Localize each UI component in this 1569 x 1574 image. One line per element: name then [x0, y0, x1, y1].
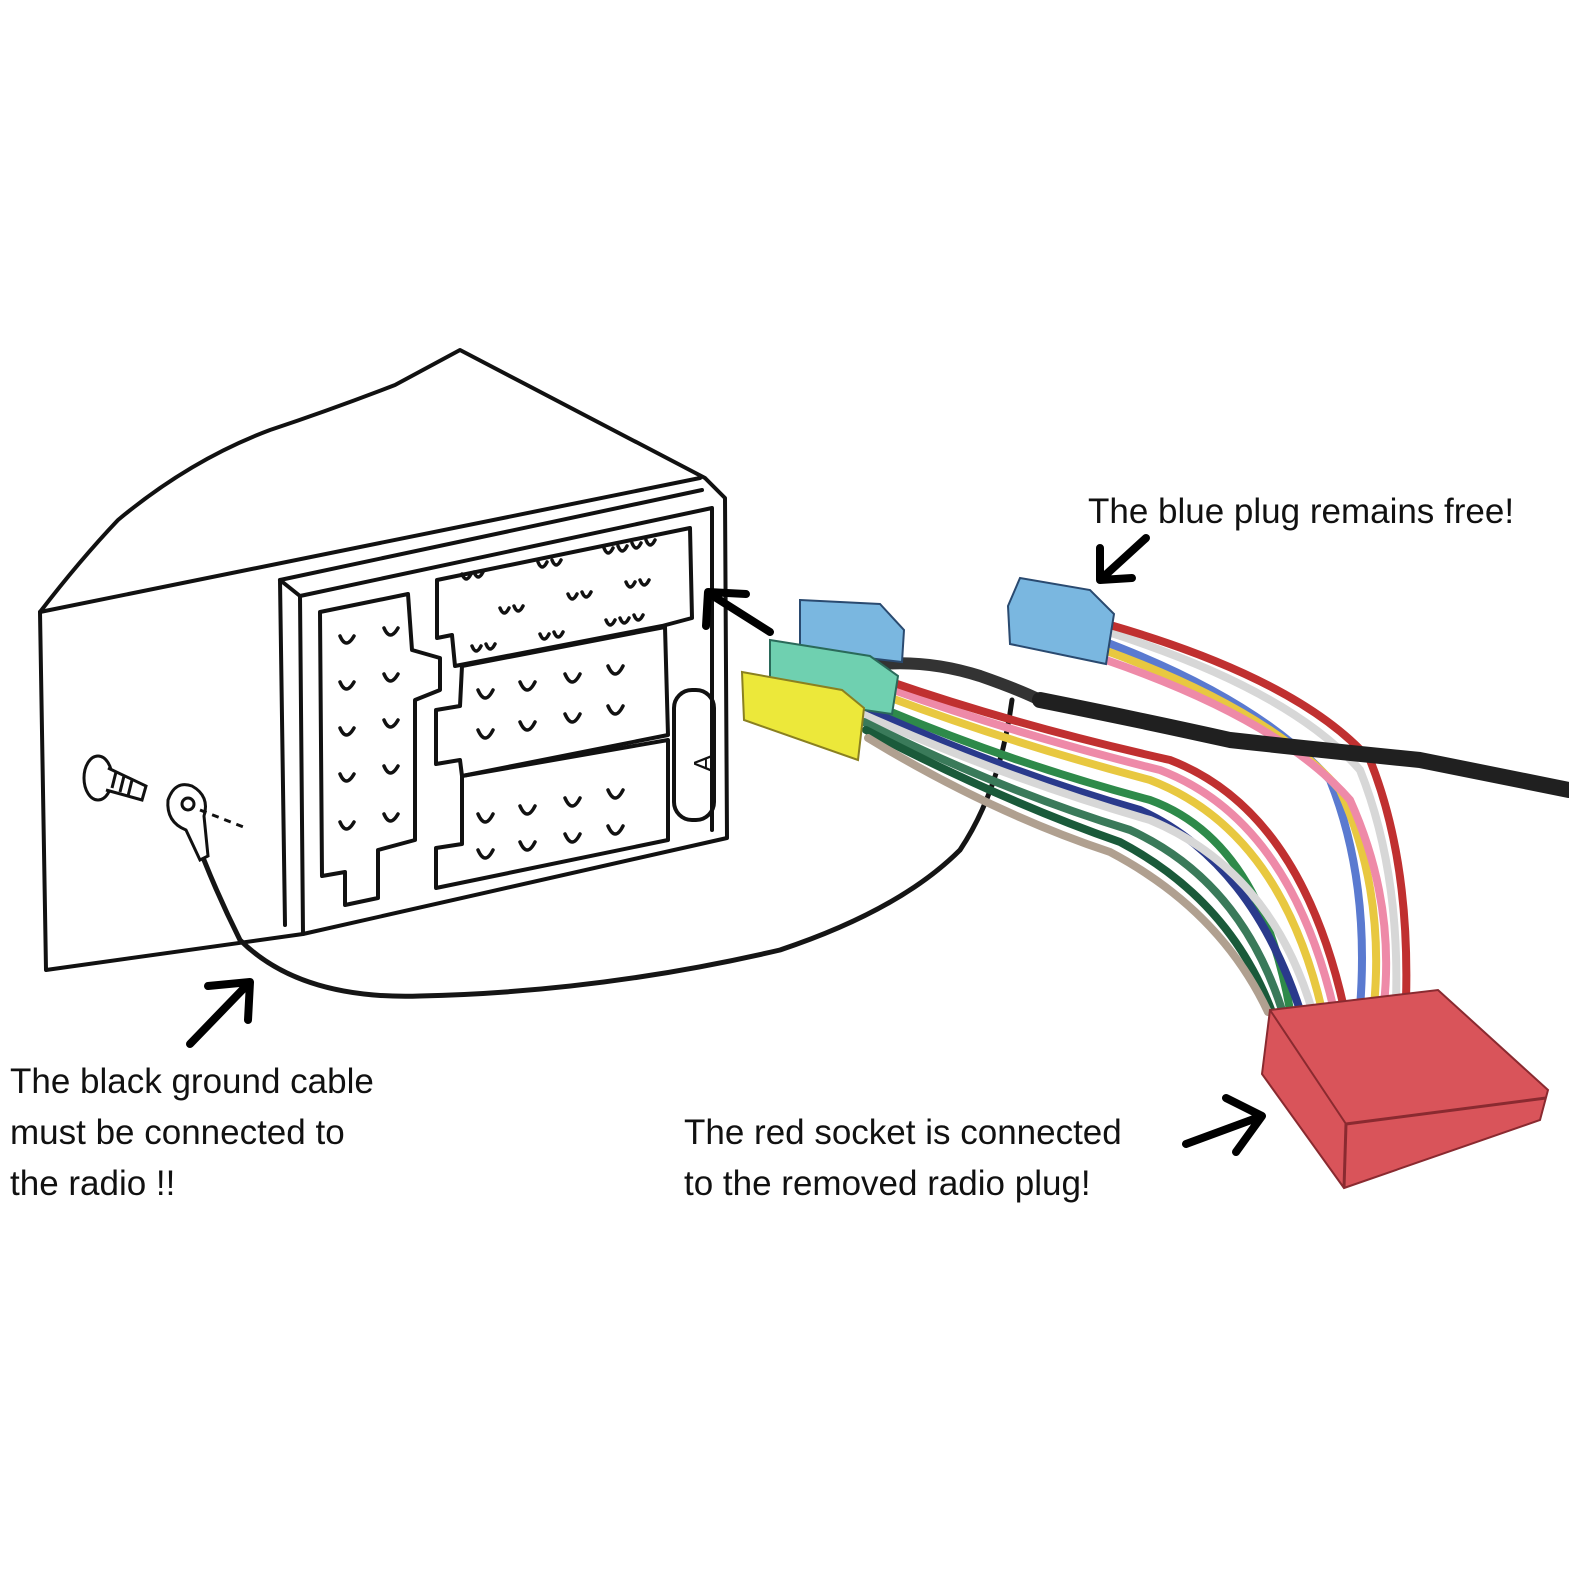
- caption-ground-line-3: the radio !!: [10, 1164, 176, 1203]
- caption-ground-cable: The black ground cable must be connected…: [10, 1056, 374, 1209]
- bottom-pin-block: [434, 738, 670, 890]
- ground-screw: [82, 754, 148, 802]
- left-pin-block: [318, 592, 442, 907]
- radio-top-edge-inner: [278, 488, 704, 582]
- ring-terminal: [166, 783, 210, 863]
- caption-blue-plug: The blue plug remains free!: [1088, 486, 1514, 537]
- caption-red-socket: The red socket is connected to the remov…: [684, 1107, 1122, 1209]
- arrow-blue-plug: [1096, 534, 1150, 584]
- radio-body-outline: [38, 348, 729, 972]
- radio-unit: [38, 348, 729, 972]
- arrows: [186, 534, 1266, 1156]
- caption-red-line-2: to the removed radio plug!: [684, 1164, 1091, 1203]
- free-blue-plug: [1006, 576, 1116, 666]
- arrow-to-connector: [702, 588, 774, 636]
- black-cable: [1032, 692, 1569, 798]
- slot-a-label: A: [688, 754, 718, 772]
- arrow-red-socket: [1182, 1094, 1266, 1156]
- red-socket: [1260, 988, 1550, 1190]
- radio-top-edge: [38, 476, 702, 614]
- blue-plug-stack: [740, 598, 906, 762]
- pin-marks: [338, 538, 657, 860]
- wire-bundle: [854, 621, 1411, 1016]
- yellow-plug: [740, 670, 866, 762]
- caption-blue-plug-line: The blue plug remains free!: [1088, 492, 1515, 531]
- caption-ground-line-2: must be connected to: [10, 1113, 345, 1152]
- slot-a-frame: [672, 688, 716, 822]
- middle-pin-block: [434, 625, 670, 778]
- ground-cable: [201, 697, 1015, 999]
- screw-dashed-line: [199, 808, 247, 830]
- blue-plug-top: [799, 598, 906, 664]
- caption-red-line-1: The red socket is connected: [684, 1113, 1122, 1152]
- arrow-ground-cable: [186, 978, 254, 1048]
- caption-ground-line-1: The black ground cable: [10, 1062, 374, 1101]
